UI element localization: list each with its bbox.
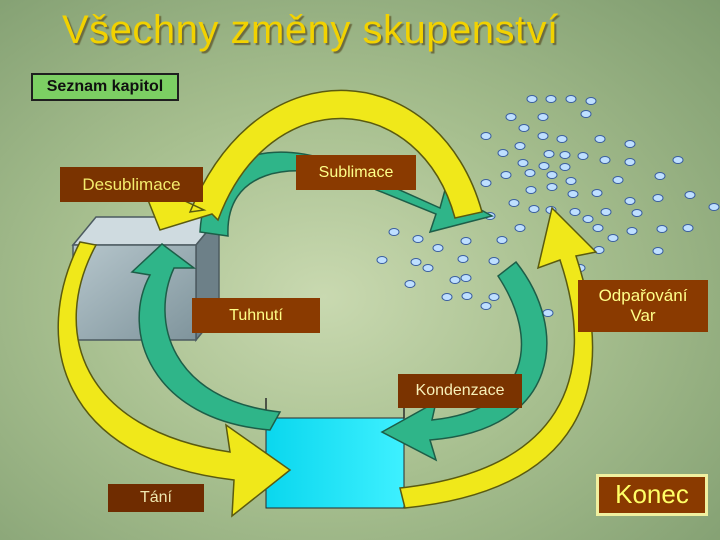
label-odparovani-var: Odpařování Var — [578, 280, 708, 332]
odparovani-arrow — [400, 208, 596, 508]
label-sublimace: Sublimace — [296, 155, 416, 190]
water-container — [266, 398, 404, 508]
table-of-contents-button[interactable]: Seznam kapitol — [31, 73, 179, 101]
label-odparovani: Odpařování — [599, 286, 688, 306]
kondenzace-arrow — [382, 262, 547, 460]
label-tani: Tání — [108, 484, 204, 512]
end-button[interactable]: Konec — [596, 474, 708, 516]
label-tuhnuti: Tuhnutí — [192, 298, 320, 333]
label-kondenzace: Kondenzace — [398, 374, 522, 408]
label-var: Var — [630, 306, 655, 326]
label-desublimace: Desublimace — [60, 167, 203, 202]
